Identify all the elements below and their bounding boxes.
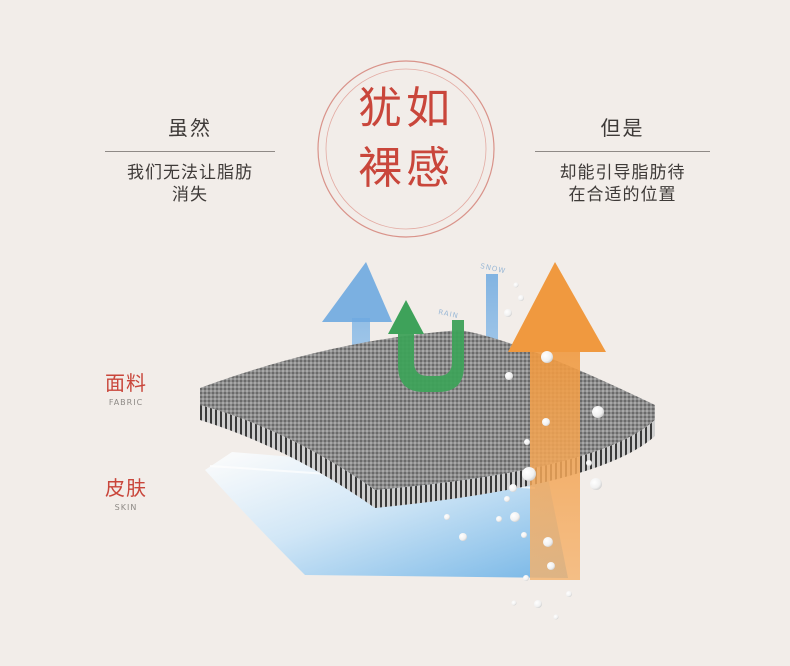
skin-label-cn: 皮肤	[105, 476, 147, 500]
left-line-2: 消失	[172, 185, 208, 205]
right-heading: 但是	[600, 116, 645, 140]
snow-label: SNOW	[480, 262, 507, 275]
emblem-inner-ring	[325, 68, 487, 230]
left-text-block: 虽然 我们无法让脂肪 消失	[105, 112, 275, 206]
right-text-block: 但是 却能引导脂肪待 在合适的位置	[535, 112, 710, 206]
fabric-label-cn: 面料	[105, 371, 147, 395]
fabric-label: 面料 FABRIC	[100, 367, 152, 407]
right-divider	[535, 151, 710, 152]
emblem: 犹如 裸感	[317, 60, 495, 238]
moisture-bubbles	[444, 282, 604, 620]
fabric-label-en: FABRIC	[108, 398, 144, 407]
left-line-1: 我们无法让脂肪	[127, 163, 253, 183]
emblem-line-2: 裸感	[358, 143, 454, 194]
skin-label-en: SKIN	[114, 503, 138, 512]
right-line-2: 在合适的位置	[568, 185, 677, 205]
skin-label: 皮肤 SKIN	[100, 472, 152, 512]
green-arrow	[388, 300, 464, 392]
left-heading: 虽然	[168, 116, 212, 140]
emblem-outer-ring	[317, 60, 495, 238]
rain-label: RAIN	[438, 308, 460, 320]
left-divider	[105, 151, 275, 152]
orange-arrow	[508, 262, 606, 580]
emblem-line-1: 犹如	[358, 83, 454, 134]
right-line-1: 却能引导脂肪待	[559, 163, 686, 183]
